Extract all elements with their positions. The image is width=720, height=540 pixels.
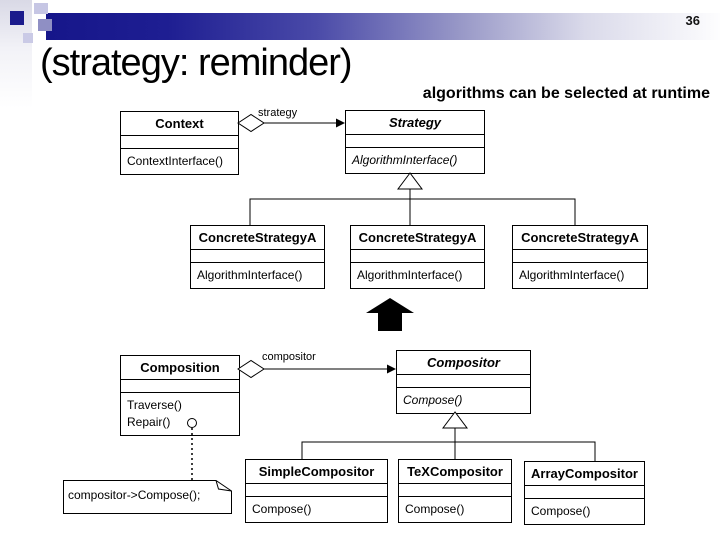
class-simple-compositor-attrs <box>246 484 387 497</box>
class-composition-methods: Traverse() Repair() <box>121 393 239 435</box>
class-context-method: ContextInterface() <box>127 154 224 168</box>
class-concrete-strategy-1-name: ConcreteStrategyA <box>191 226 324 250</box>
class-tex-compositor-name: TeXCompositor <box>399 460 511 484</box>
class-array-compositor-name: ArrayCompositor <box>525 462 644 486</box>
class-compositor-method: Compose() <box>403 393 463 407</box>
class-concrete-strategy-2-attrs <box>351 250 484 263</box>
class-simple-compositor: SimpleCompositor Compose() <box>245 459 388 523</box>
class-composition-name: Composition <box>121 356 239 380</box>
strategy-generalization-triangle-icon <box>397 172 423 190</box>
context-strategy-arrowhead-icon <box>336 118 345 128</box>
decor-square-navy <box>10 11 24 25</box>
class-simple-compositor-name: SimpleCompositor <box>246 460 387 484</box>
class-composition-method-repair: Repair() <box>127 415 171 429</box>
composition-compositor-arrowhead-icon <box>387 364 396 374</box>
class-simple-compositor-method: Compose() <box>252 502 312 516</box>
strategy-role-label: strategy <box>258 107 298 119</box>
class-concrete-strategy-3-method: AlgorithmInterface() <box>519 268 625 282</box>
class-context-attrs <box>121 136 238 149</box>
class-concrete-strategy-3-name: ConcreteStrategyA <box>513 226 647 250</box>
slide-number: 36 <box>685 13 700 28</box>
class-concrete-strategy-1: ConcreteStrategyA AlgorithmInterface() <box>190 225 325 289</box>
class-strategy-method: AlgorithmInterface() <box>352 153 458 167</box>
class-concrete-strategy-2-method: AlgorithmInterface() <box>357 268 463 282</box>
composition-aggregation-diamond-icon <box>237 359 265 379</box>
class-composition: Composition Traverse() Repair() <box>120 355 240 436</box>
class-composition-method-traverse: Traverse() <box>127 398 182 412</box>
class-array-compositor-attrs <box>525 486 644 499</box>
class-context-name: Context <box>121 112 238 136</box>
class-tex-compositor-method: Compose() <box>405 502 465 516</box>
class-compositor-name: Compositor <box>397 351 530 375</box>
class-compositor-attrs <box>397 375 530 388</box>
slide-title: (strategy: reminder) <box>40 42 353 84</box>
class-strategy-attrs <box>346 135 484 148</box>
class-concrete-strategy-2: ConcreteStrategyA AlgorithmInterface() <box>350 225 485 289</box>
big-up-arrow-icon <box>366 298 414 331</box>
class-concrete-strategy-1-attrs <box>191 250 324 263</box>
decor-square-lavender-bottom <box>23 33 33 43</box>
note-text: compositor->Compose(); <box>68 488 201 502</box>
class-composition-attrs <box>121 380 239 393</box>
class-tex-compositor: TeXCompositor Compose() <box>398 459 512 523</box>
class-array-compositor: ArrayCompositor Compose() <box>524 461 645 525</box>
strategy-tree-branch-lines <box>249 198 576 225</box>
class-context: Context ContextInterface() <box>120 111 239 175</box>
class-compositor: Compositor Compose() <box>396 350 531 414</box>
class-array-compositor-method: Compose() <box>531 504 591 518</box>
slide-subtitle: algorithms can be selected at runtime <box>422 85 710 102</box>
class-concrete-strategy-2-name: ConcreteStrategyA <box>351 226 484 250</box>
class-strategy: Strategy AlgorithmInterface() <box>345 110 485 174</box>
decor-square-lavender-top <box>34 3 48 14</box>
class-concrete-strategy-3-attrs <box>513 250 647 263</box>
compositor-generalization-triangle-icon <box>442 411 468 429</box>
class-concrete-strategy-1-method: AlgorithmInterface() <box>197 268 303 282</box>
header-gradient-bar <box>46 13 720 40</box>
decor-square-slate <box>38 19 52 31</box>
class-strategy-name: Strategy <box>346 111 484 135</box>
compositor-role-label: compositor <box>262 351 316 363</box>
class-tex-compositor-attrs <box>399 484 511 497</box>
class-concrete-strategy-3: ConcreteStrategyA AlgorithmInterface() <box>512 225 648 289</box>
